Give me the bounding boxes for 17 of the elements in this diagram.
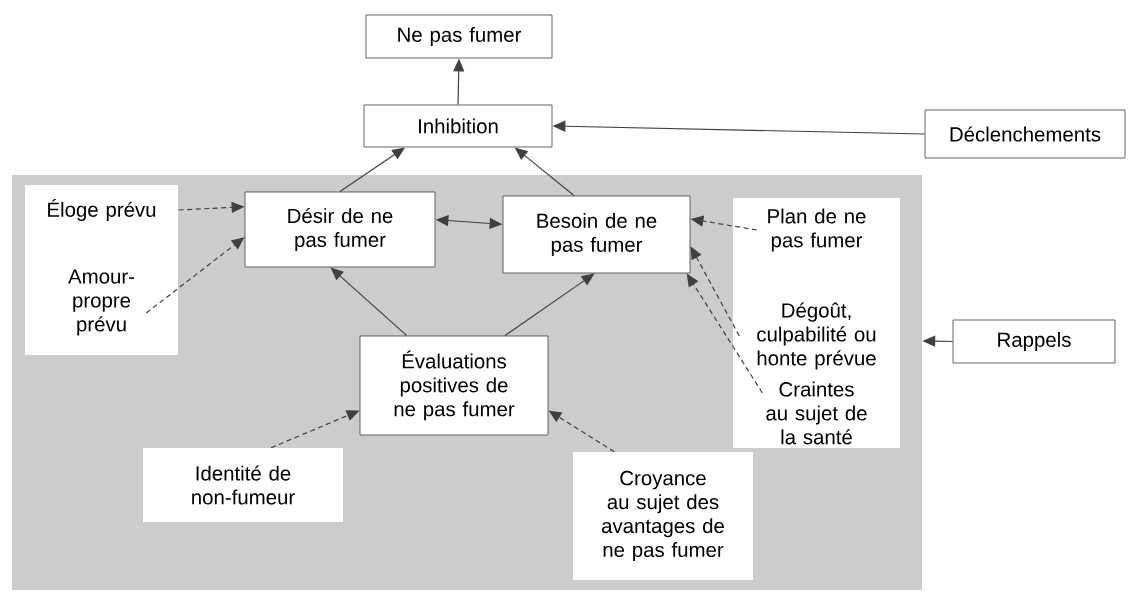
factor-label: Plan de ne pas fumer xyxy=(768,208,866,252)
process-box: Désir de ne pas fumer xyxy=(244,191,436,268)
process-box: Rappels xyxy=(952,319,1116,364)
process-box: Évaluations positives de ne pas fumer xyxy=(359,335,549,436)
factor-label: Craintes au sujet de la santé xyxy=(766,381,867,445)
process-box: Déclenchements xyxy=(924,109,1126,159)
factor-label: Éloge prévu xyxy=(48,199,156,221)
process-box: Ne pas fumer xyxy=(365,14,553,59)
process-box: Inhibition xyxy=(363,104,553,148)
text-panel: Croyance au sujet des avantages de ne pas fumer xyxy=(573,452,753,580)
text-panel xyxy=(733,198,900,448)
factor-label: Amour-propre prévu xyxy=(68,269,135,336)
arrow xyxy=(690,246,740,337)
factor-label: Dégoût, culpabilité ou honte prévue xyxy=(757,302,876,370)
process-box: Besoin de ne pas fumer xyxy=(502,195,691,274)
text-panel xyxy=(25,185,178,355)
text-panel: Identité de non-fumeur xyxy=(143,448,343,522)
